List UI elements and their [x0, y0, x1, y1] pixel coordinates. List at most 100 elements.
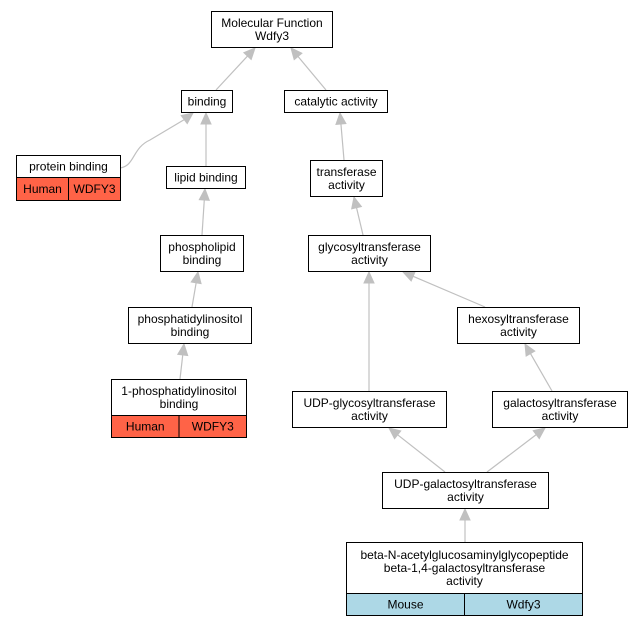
arrowhead-icon [198, 187, 211, 201]
node-label: UDP-galactosyltransferase [394, 477, 537, 491]
node-label: UDP-glycosyltransferase [303, 396, 435, 410]
arrowhead-icon [524, 342, 536, 357]
species-label: Human [126, 420, 165, 434]
node-label: binding [171, 325, 210, 339]
edge-line [486, 434, 537, 473]
annotation-row: Human WDFY3 [16, 177, 121, 201]
edge-transferase-to-catalytic [335, 111, 347, 161]
gene-cell [68, 177, 121, 201]
arrowhead-icon [388, 427, 402, 440]
node-box [346, 542, 583, 594]
node-label: transferase [316, 165, 376, 179]
gene-cell [178, 415, 247, 438]
arrowhead-icon [459, 507, 471, 521]
arrowhead-icon [176, 342, 189, 357]
edge-pi1-to-phosphatidylinositol [176, 342, 189, 380]
edge-line [529, 353, 553, 392]
arrowhead-icon [335, 111, 347, 125]
node-label: phosphatidylinositol [138, 312, 243, 326]
edge-udp_glyco-to-glycosyltransferase [363, 270, 375, 391]
node-label: hexosyltransferase [468, 312, 569, 326]
node-box [160, 235, 244, 272]
node-label: activity [328, 178, 365, 192]
annotation-row: Human WDFY3 [111, 415, 247, 438]
edge-catalytic-to-mf [290, 47, 327, 91]
node-label: Wdfy3 [255, 29, 289, 43]
node-label: lipid binding [174, 171, 237, 185]
edge-hexosyltransferase-to-glycosyltransferase [401, 271, 486, 308]
go-term-node-binding[interactable]: binding [181, 90, 233, 113]
gene-label: WDFY3 [192, 420, 234, 434]
edge-line [201, 199, 205, 236]
node-box [284, 90, 388, 113]
node-label: activity [542, 409, 579, 423]
edge-line [215, 55, 248, 91]
edge-phospholipid-to-lipid_binding [198, 187, 211, 236]
node-box [492, 391, 628, 428]
go-term-node-catalytic[interactable]: catalytic activity [284, 90, 388, 113]
edge-glycosyltransferase-to-transferase [351, 195, 364, 236]
go-term-node-lipid-binding[interactable]: lipid binding [166, 166, 246, 189]
gene-cell [464, 593, 583, 616]
node-box [292, 391, 447, 428]
node-label: binding [188, 95, 227, 109]
node-box [308, 235, 431, 272]
edge-line [355, 207, 364, 236]
node-label: activity [446, 574, 483, 588]
node-label: binding [183, 253, 222, 267]
node-box [111, 379, 247, 416]
node-box [457, 307, 580, 344]
edge-udp_galacto-to-galacto [486, 427, 546, 473]
arrowhead-icon [532, 427, 546, 440]
edge-line [412, 275, 486, 308]
arrowhead-icon [200, 111, 212, 125]
edge-galacto-to-hexosyltransferase [524, 342, 553, 392]
node-label: glycosyltransferase [318, 240, 421, 254]
node-box [310, 160, 383, 197]
edge-beta-to-udp_galacto [459, 507, 471, 542]
node-label: catalytic activity [294, 95, 377, 109]
node-label: activity [500, 325, 537, 339]
arrowhead-icon [351, 195, 363, 210]
node-box [181, 90, 233, 113]
gene-label: WDFY3 [74, 182, 116, 196]
node-box [166, 166, 246, 189]
edge-line [297, 56, 327, 91]
node-label: binding [160, 397, 199, 411]
arrowhead-icon [401, 271, 416, 282]
edge-lipid_binding-to-binding [200, 111, 212, 166]
edge-udp_galacto-to-udp_glyco [388, 427, 446, 473]
edge-line [119, 119, 185, 169]
node-box [128, 307, 252, 344]
node-label: phospholipid [168, 240, 235, 254]
edge-line [179, 354, 184, 380]
gene-label: Wdfy3 [506, 598, 540, 612]
node-box [211, 11, 333, 48]
node-label: protein binding [29, 160, 108, 174]
edge-binding-to-mf [215, 47, 256, 91]
edge-phosphatidylinositol-to-phospholipid [190, 270, 202, 308]
arrowhead-icon [242, 47, 256, 61]
node-label: beta-N-acetylglucosaminylglycopeptide [360, 548, 568, 562]
species-label: Human [23, 182, 62, 196]
edge-line [191, 282, 197, 308]
edge-protein_binding-to-binding [119, 112, 194, 169]
node-box [382, 472, 549, 509]
edges-layer [119, 47, 553, 542]
node-label: 1-phosphatidylinositol [121, 384, 236, 398]
go-term-node-beta[interactable]: beta-N-acetylglucosaminylglycopeptidebet… [346, 542, 583, 616]
